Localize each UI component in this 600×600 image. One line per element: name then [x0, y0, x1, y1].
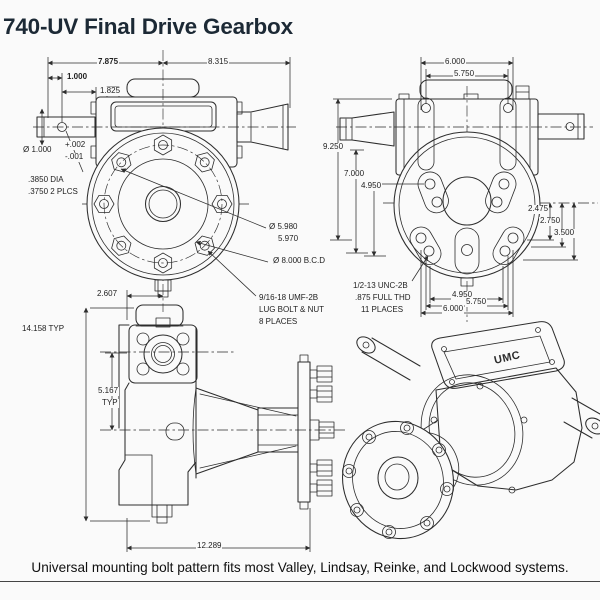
- dim-rear-top-inner: 5.750: [453, 69, 476, 79]
- dim-front-tol-plus: +.002: [64, 140, 87, 150]
- iso-output-shaft: [563, 397, 600, 439]
- note-front-pin-dia: .3850 DIA: [27, 175, 65, 185]
- note-front-lug-2: LUG BOLT & NUT: [258, 305, 326, 315]
- iso-top-cover: [431, 321, 565, 389]
- dim-rear-bottom-inner: 4.950: [451, 290, 474, 300]
- front-wheel-flange: [86, 127, 240, 281]
- dim-side-offset: 2.607: [96, 289, 119, 299]
- caption-divider: [0, 581, 600, 582]
- dim-rear-top-outer: 6.000: [444, 57, 467, 67]
- side-view-drawing: [83, 304, 348, 552]
- note-rear-thread-1: 1/2-13 UNC-2B: [352, 281, 409, 291]
- iso-input-shaft: [356, 336, 421, 381]
- dim-rear-right-2: 2.750: [539, 216, 562, 226]
- dim-side-center: 5.167: [97, 386, 120, 396]
- page-title: 740-UV Final Drive Gearbox: [3, 14, 293, 39]
- side-input-flange: [118, 324, 198, 429]
- rear-view-drawing: [330, 57, 598, 322]
- dim-rear-height-mid: 7.000: [343, 169, 366, 179]
- rear-mounting-lugs: [409, 97, 525, 287]
- dim-rear-bottom-mid: 5.750: [465, 297, 488, 307]
- rear-output-shaft: [537, 113, 585, 140]
- dim-side-length: 12.289: [196, 541, 223, 551]
- dim-rear-right-1: 2.475: [527, 204, 550, 214]
- side-lug-bolt: [309, 365, 333, 383]
- rear-round-body: [393, 131, 541, 279]
- front-lug-bolts: [93, 134, 233, 274]
- isometric-view-drawing: [341, 321, 600, 540]
- dim-front-tol-minus: -.001: [64, 152, 85, 162]
- caption: Universal mounting bolt pattern fits mos…: [31, 560, 569, 575]
- note-rear-thread-2: .875 FULL THD: [354, 293, 412, 303]
- front-view-drawing: [33, 50, 296, 320]
- dim-front-hole-face: 1.825: [99, 86, 122, 96]
- iso-wheel-flange: [341, 420, 455, 540]
- dim-front-shaft-dia: Ø 1.000: [22, 145, 53, 155]
- dim-front-shaft-hole: 1.000: [66, 72, 89, 82]
- side-body: [118, 382, 299, 524]
- note-front-lug-1: 9/16-18 UMF-2B: [258, 293, 320, 303]
- rear-input-shaft: [339, 111, 395, 147]
- iso-lug-bolts: [342, 421, 454, 539]
- dim-rear-bottom-outer: 6.000: [442, 304, 465, 314]
- front-output-shaft: [236, 103, 289, 151]
- dim-front-pilot-min: 5.970: [277, 234, 300, 244]
- note-rear-thread-3: 11 PLACES: [360, 305, 405, 315]
- note-front-lug-3: 8 PLACES: [258, 317, 299, 327]
- side-top-cover: [135, 304, 184, 328]
- side-hub-flange: [297, 354, 335, 510]
- dim-front-pilot-dia: Ø 5.980: [268, 222, 299, 232]
- dim-side-height: 14.158 TYP: [21, 324, 66, 334]
- dim-rear-right-3: 3.500: [553, 228, 576, 238]
- dim-front-width-left: 7.875: [97, 57, 120, 67]
- front-input-shaft: [36, 108, 96, 173]
- dim-front-bolt-circle: Ø 8.000 B.C.D: [272, 256, 327, 266]
- dim-rear-height-low: 4.950: [360, 181, 383, 191]
- dim-rear-height: 9.250: [322, 142, 345, 152]
- note-front-pin-places: .3750 2 PLCS: [27, 187, 79, 197]
- front-housing: [90, 78, 243, 168]
- dim-front-width-right: 8.315: [207, 57, 230, 67]
- dim-side-center-typ: TYP: [101, 398, 119, 408]
